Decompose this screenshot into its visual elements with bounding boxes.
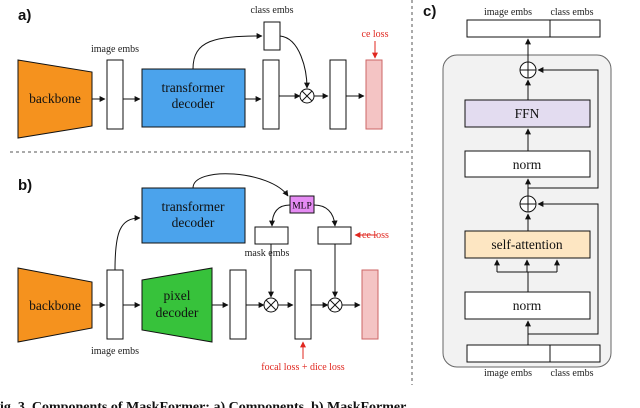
bottom-class-embs-label: class embs (550, 368, 593, 379)
image-embs-label: image embs (91, 44, 139, 55)
arrow (269, 204, 291, 227)
add-operator (519, 61, 537, 79)
ce-loss-bar (365, 59, 383, 130)
arrow (192, 33, 263, 70)
pixel-decoder-block (141, 267, 213, 343)
mask-pred-box (294, 269, 312, 340)
top-class-embs-label: class embs (550, 7, 593, 18)
arrow (192, 173, 289, 197)
matmul-operator (299, 88, 315, 104)
transformer-decoder-label-line1: transformer (162, 199, 225, 214)
transformer-decoder-label-line2: decoder (172, 215, 215, 230)
class-embs-box (263, 21, 281, 51)
backbone-block (17, 59, 93, 139)
panel-a-label: a) (18, 7, 31, 24)
panel-b-label: b) (18, 177, 32, 194)
ffn-block (464, 99, 591, 128)
class-embs-box (317, 226, 352, 245)
pixel-embs-box (229, 269, 247, 340)
transformer-decoder-block (141, 68, 246, 128)
panel-c: c) image embs class embs FFN norm self-a… (423, 3, 612, 379)
backbone-label: backbone (29, 298, 81, 313)
pixel-decoder-label-line1: pixel (164, 288, 191, 303)
add-operator (519, 195, 537, 213)
top-image-embs-label: image embs (484, 7, 532, 18)
arrow (279, 35, 310, 89)
ce-loss-label: ce loss (362, 29, 389, 40)
transformer-decoder-block (141, 187, 246, 244)
output-bar (361, 269, 379, 340)
transformer-decoder-label-line1: transformer (162, 80, 225, 95)
output-embs-box (329, 59, 347, 130)
figure-caption: ig. 3. Components of MaskFormer: a) Comp… (0, 400, 406, 408)
mlp-label: MLP (292, 202, 312, 212)
matmul-operator (327, 297, 343, 313)
mask-loss-label: focal loss + dice loss (261, 362, 345, 373)
image-embs-label: image embs (91, 346, 139, 357)
image-embs-box (106, 269, 124, 340)
arrow (114, 215, 141, 271)
self-attention-block (464, 230, 591, 259)
pixel-decoder-label-line2: decoder (156, 305, 199, 320)
transformer-decoder-label-line2: decoder (172, 96, 215, 111)
backbone-label: backbone (29, 91, 81, 106)
arrow (313, 204, 338, 227)
top-embs-box (466, 19, 601, 38)
panel-a: a) backbone image embs transformer decod… (17, 5, 389, 139)
matmul-operator (263, 297, 279, 313)
bottom-embs-box (466, 344, 601, 363)
mask-embs-box (254, 226, 289, 245)
bottom-image-embs-label: image embs (484, 368, 532, 379)
residual-arrow (528, 201, 599, 335)
ffn-label: FFN (515, 106, 540, 121)
norm-top-block (464, 150, 591, 178)
panel-b: b) backbone image embs transformer decod… (17, 173, 389, 373)
norm-bottom-block (464, 291, 591, 320)
image-embs-box (106, 59, 124, 130)
class-embs-label: class embs (250, 5, 293, 16)
norm-bottom-label: norm (513, 298, 542, 313)
panel-c-label: c) (423, 3, 436, 20)
residual-arrow (528, 67, 599, 189)
norm-top-label: norm (513, 157, 542, 172)
self-attention-label: self-attention (491, 237, 562, 252)
backbone-block (17, 267, 93, 343)
query-embs-box (262, 59, 280, 130)
mask-embs-label: mask embs (245, 248, 290, 259)
